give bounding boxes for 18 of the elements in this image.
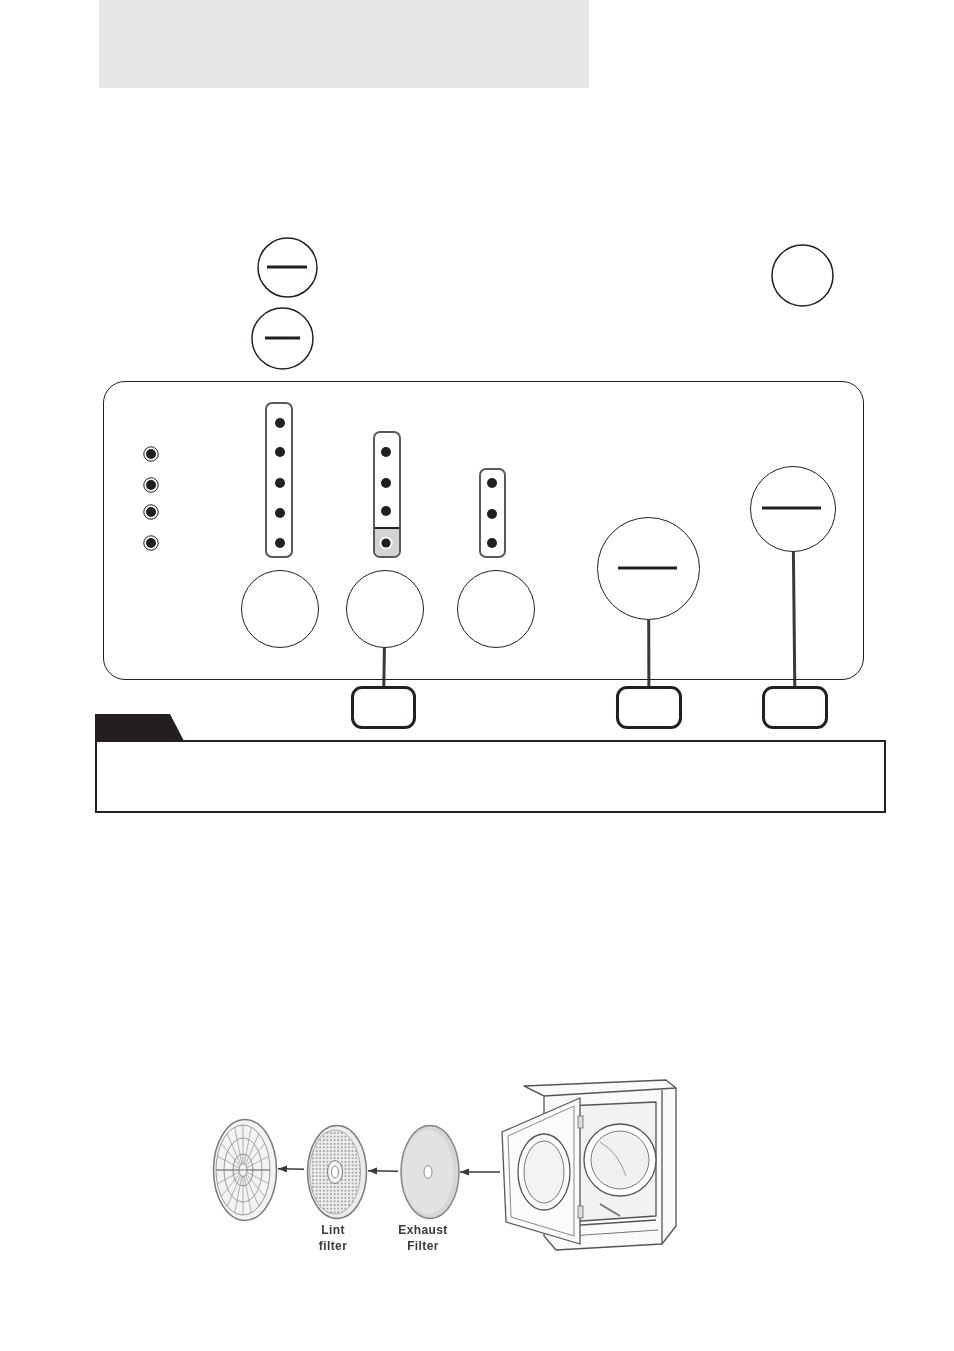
arrow: [277, 1165, 305, 1173]
vent-cover-drawing: [212, 1118, 278, 1222]
dryer-drawing: [500, 1076, 680, 1254]
leader-line: [791, 552, 797, 686]
arrow: [367, 1167, 399, 1175]
title-band: [99, 0, 589, 88]
callout-tag: [762, 686, 828, 729]
callout-tag: [351, 686, 416, 729]
control-panel: [103, 381, 864, 680]
exhaust-filter-drawing: [398, 1124, 460, 1220]
lint-filter-drawing: [304, 1124, 368, 1220]
leader-line: [382, 647, 386, 687]
note-box: [95, 714, 886, 813]
leader-line: [647, 620, 651, 686]
part-label: Exhaust Filter: [397, 1222, 449, 1254]
callout-tag: [616, 686, 682, 729]
part-label: Lint filter: [317, 1222, 349, 1254]
arrow: [459, 1168, 501, 1176]
